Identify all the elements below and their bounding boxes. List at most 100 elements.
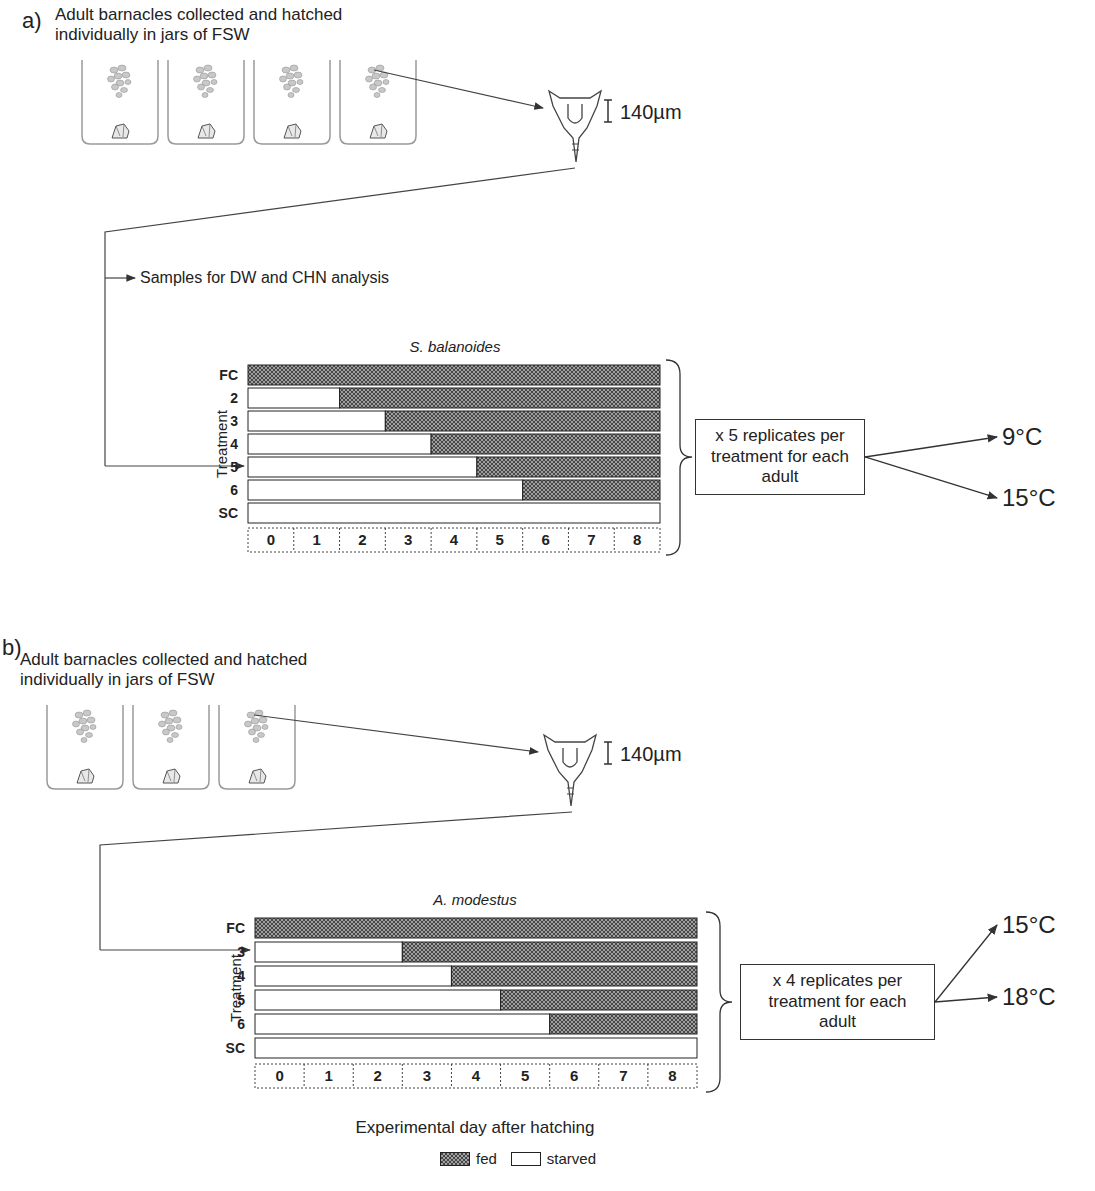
treatment-label: 6 — [230, 482, 238, 499]
nauplius-larva — [544, 735, 596, 806]
legend-swatch — [511, 1152, 541, 1166]
day-axis — [255, 1064, 697, 1088]
day-tick — [598, 1064, 599, 1088]
legend-text: fed — [476, 1150, 497, 1167]
fed-bar — [477, 457, 660, 477]
temperature-node: 9°C — [1000, 422, 1044, 452]
pointer-line — [254, 715, 538, 752]
jar — [133, 705, 209, 789]
day-number: 3 — [404, 531, 412, 549]
replicate-box: x 5 replicates per treatment for each ad… — [695, 419, 865, 494]
axis-title: Treatment — [227, 954, 245, 1022]
day-number: 1 — [312, 531, 320, 549]
starved-bar — [255, 1038, 697, 1058]
replicate-box: x 4 replicates per treatment for each ad… — [740, 964, 935, 1039]
temperature-label: 15°C — [1002, 485, 1056, 511]
panel-letter: a) — [22, 8, 42, 34]
connector-arrow — [865, 457, 997, 498]
brace — [666, 360, 692, 555]
fed-bar — [431, 434, 660, 454]
day-tick — [431, 528, 432, 552]
legend-text: starved — [547, 1150, 596, 1167]
day-tick — [522, 528, 523, 552]
day-tick — [568, 528, 569, 552]
panel-letter: b) — [2, 635, 22, 661]
scale-bar — [604, 742, 612, 764]
day-tick — [339, 528, 340, 552]
temperature-label: 18°C — [1002, 984, 1056, 1010]
starved-bar — [255, 942, 402, 962]
jar — [340, 60, 416, 144]
day-number: 5 — [496, 531, 504, 549]
treatment-label: 4 — [237, 968, 245, 985]
treatment-label: 2 — [230, 390, 238, 407]
day-number: 8 — [633, 531, 641, 549]
treatment-label: 5 — [230, 459, 238, 476]
day-tick — [402, 1064, 403, 1088]
legend-item: fed — [440, 1150, 497, 1167]
day-tick — [293, 528, 294, 552]
jar — [168, 60, 244, 144]
axis-title: Experimental day after hatching — [355, 1118, 594, 1138]
jar-row — [82, 60, 416, 144]
starved-bar — [248, 480, 523, 500]
day-tick — [500, 1064, 501, 1088]
day-axis — [248, 528, 660, 552]
day-tick — [476, 528, 477, 552]
fed-bar — [550, 1014, 697, 1034]
starved-bar — [255, 990, 501, 1010]
treatment-label: FC — [219, 367, 238, 384]
day-number: 5 — [521, 1067, 529, 1085]
treatment-label: 6 — [237, 1016, 245, 1033]
treatment-label: 3 — [230, 413, 238, 430]
scale-bar — [604, 100, 612, 122]
legend: fed starved — [440, 1150, 610, 1167]
temperature-node: 15°C — [1000, 483, 1058, 513]
fed-bar — [255, 918, 697, 938]
day-number: 4 — [450, 531, 458, 549]
flow-arrow — [105, 277, 135, 278]
connector-arrow — [935, 997, 997, 1002]
step-note: Adult barnacles collected and hatched in… — [55, 5, 355, 46]
jar-row — [47, 705, 295, 789]
day-tick — [451, 1064, 452, 1088]
day-tick — [647, 1064, 648, 1088]
fed-bar — [501, 990, 697, 1010]
day-number: 2 — [374, 1067, 382, 1085]
fed-bar — [451, 966, 697, 986]
starved-bar — [248, 411, 385, 431]
treatment-label: 3 — [237, 944, 245, 961]
scale-label: 140µm — [620, 100, 682, 124]
day-number: 8 — [668, 1067, 676, 1085]
day-tick — [385, 528, 386, 552]
treatment-label: 4 — [230, 436, 238, 453]
jar — [254, 60, 330, 144]
treatment-label: 5 — [237, 992, 245, 1009]
jar — [219, 705, 295, 789]
treatment-chart — [248, 365, 697, 1088]
jar — [47, 705, 123, 789]
starved-bar — [255, 966, 451, 986]
step-note: Adult barnacles collected and hatched in… — [20, 650, 320, 691]
starved-bar — [248, 434, 431, 454]
day-number: 4 — [472, 1067, 480, 1085]
connector-arrow — [935, 925, 997, 1002]
day-number: 0 — [267, 531, 275, 549]
temperature-label: 15°C — [1002, 912, 1056, 938]
starved-bar — [248, 457, 477, 477]
species-name: A. modestus — [433, 891, 516, 909]
temperature-label: 9°C — [1002, 424, 1042, 450]
fed-bar — [385, 411, 660, 431]
fed-sample — [441, 1152, 470, 1165]
day-number: 3 — [423, 1067, 431, 1085]
scale-label: 140µm — [620, 742, 682, 766]
temperature-node: 15°C — [1000, 910, 1058, 940]
day-tick — [614, 528, 615, 552]
box-text: x 4 replicates per treatment for each ad… — [749, 971, 926, 1032]
day-tick — [549, 1064, 550, 1088]
sample-note: Samples for DW and CHN analysis — [140, 268, 389, 287]
treatment-label: SC — [219, 505, 238, 522]
treatment-label: SC — [226, 1040, 245, 1057]
starved-bar — [248, 503, 660, 523]
